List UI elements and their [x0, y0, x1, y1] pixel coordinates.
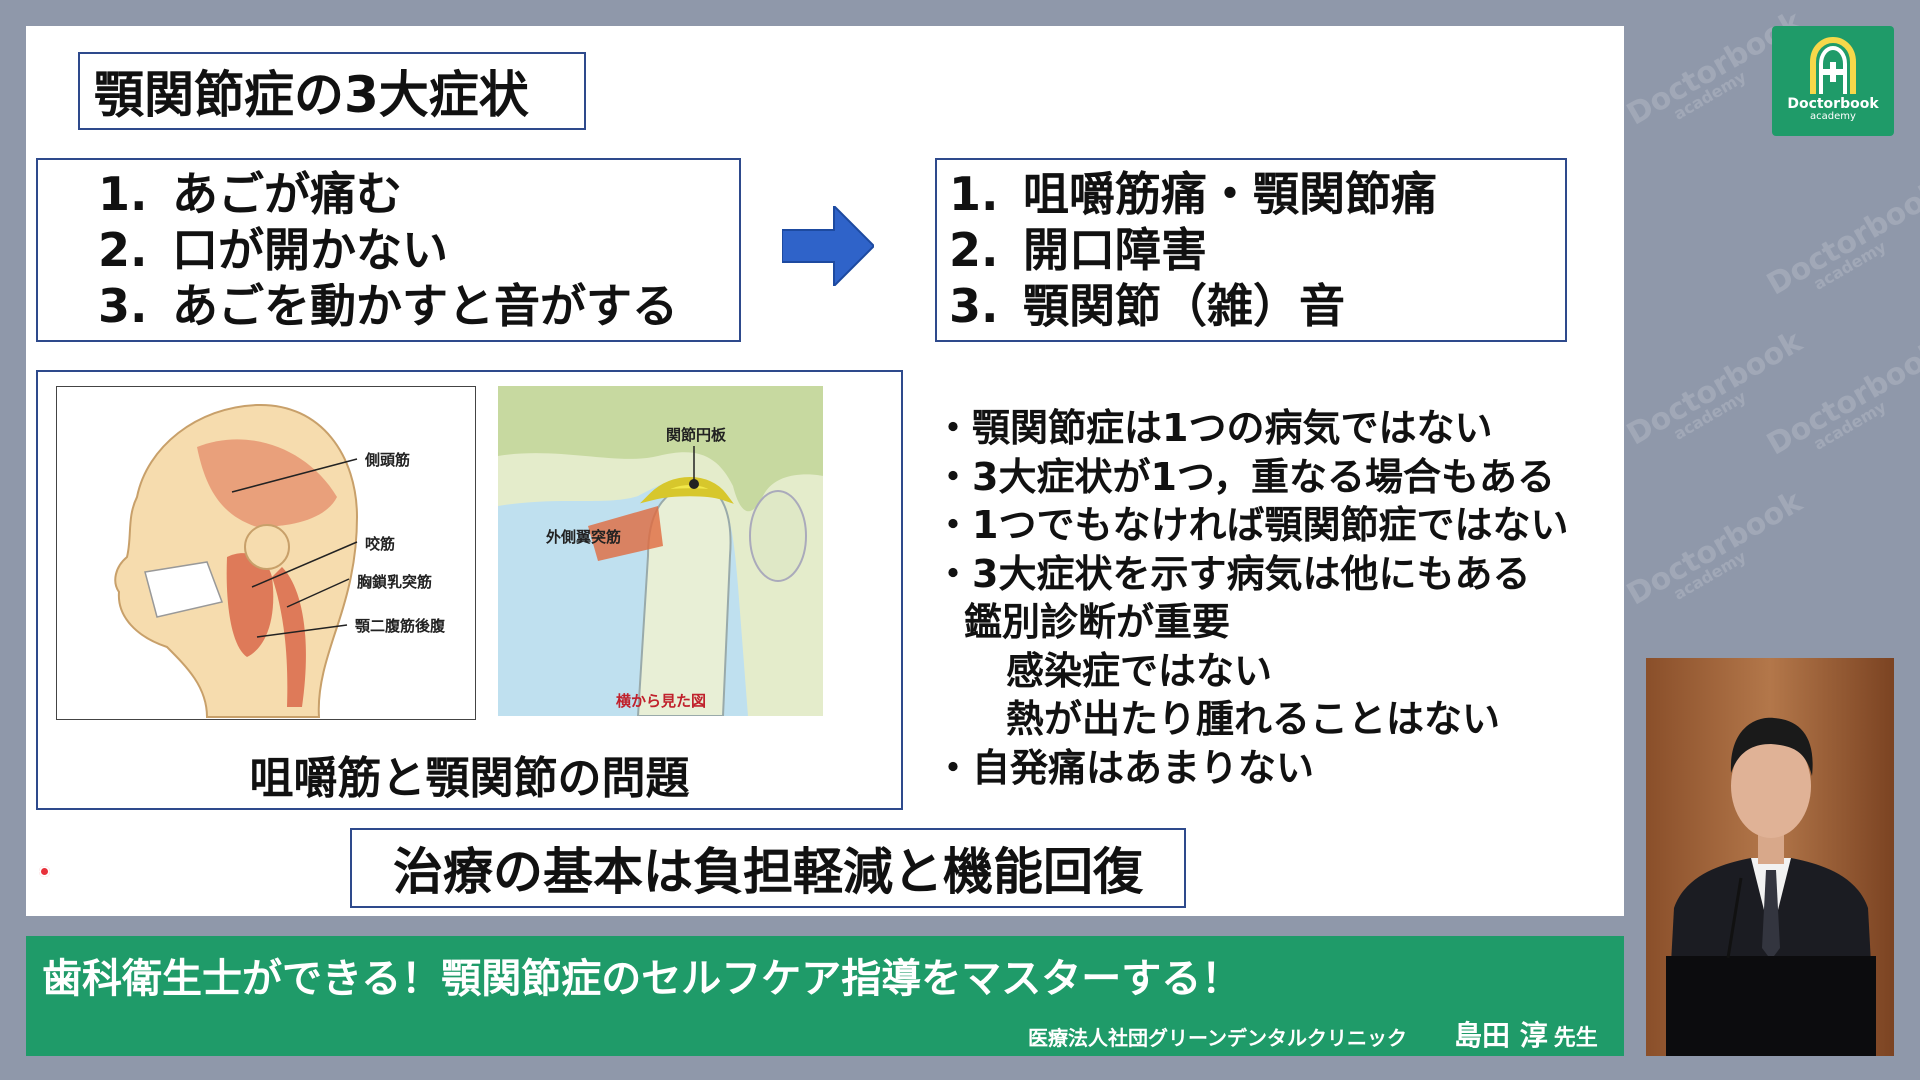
label-temporal: 側頭筋: [365, 451, 411, 469]
bullet-item: 鑑別診断が重要: [964, 600, 1231, 644]
label-scm: 胸鎖乳突筋: [357, 573, 433, 591]
medical-term-list: 1.咀嚼筋痛・顎関節痛 2.開口障害 3.顎関節（雑）音: [935, 158, 1567, 342]
presenter-name: 島田 淳先生: [1454, 1019, 1598, 1052]
figure-caption: 咀嚼筋と顎関節の問題: [249, 753, 690, 804]
symptom-item: 3.あごを動かすと音がする: [98, 279, 678, 333]
logo-sub: academy: [1810, 111, 1856, 122]
label-side-view: 横から見た図: [616, 692, 707, 710]
medical-term-item: 3.顎関節（雑）音: [949, 279, 1345, 333]
label-digastric: 顎二腹筋後腹: [355, 617, 446, 635]
bullet-list: ・顎関節症は1つの病気ではない ・3大症状が1つ，重なる場合もある ・1つでもな…: [934, 404, 1614, 792]
bullet-item: 感染症ではない: [1006, 648, 1273, 693]
bullet-item: ・1つでもなければ顎関節症ではない: [934, 503, 1569, 547]
presenter-video: [1646, 658, 1894, 1056]
doctorbook-logo: Doctorbook academy: [1772, 26, 1894, 136]
symptom-item: 1.あごが痛む: [98, 167, 402, 221]
bullet-item: ・3大症状が1つ，重なる場合もある: [934, 454, 1555, 499]
medical-term-item: 1.咀嚼筋痛・顎関節痛: [949, 167, 1437, 221]
label-pterygoid: 外側翼突筋: [546, 528, 622, 546]
laser-pointer-dot: [39, 866, 50, 877]
label-masseter: 咬筋: [365, 535, 396, 553]
right-arrow-icon: [782, 206, 874, 286]
figure-panel: 側頭筋 咬筋 胸鎖乳突筋 顎二腹筋後腹 関節円板 外側翼突筋 横から見た図 咀嚼…: [36, 370, 903, 810]
bullet-item: ・自発痛はあまりない: [934, 745, 1315, 790]
clinic-name: 医療法人社団グリーンデンタルクリニック: [1028, 1026, 1407, 1050]
jaw-joint-illustration: 関節円板 外側翼突筋 横から見た図: [498, 386, 823, 716]
symptom-item: 2.口が開かない: [98, 223, 448, 277]
treatment-summary: 治療の基本は負担軽減と機能回復: [350, 828, 1186, 908]
lecture-title: 歯科衛生士ができる！顎関節症のセルフケア指導をマスターする！: [42, 956, 1242, 1002]
medical-term-item: 2.開口障害: [949, 223, 1207, 277]
label-disc: 関節円板: [666, 426, 727, 444]
slide-title: 顎関節症の3大症状: [78, 52, 586, 130]
bullet-item: ・顎関節症は1つの病気ではない: [934, 406, 1493, 450]
head-muscle-illustration: 側頭筋 咬筋 胸鎖乳突筋 顎二腹筋後腹: [56, 386, 476, 720]
bullet-item: ・3大症状を示す病気は他にもある: [934, 551, 1531, 596]
logo-name: Doctorbook: [1787, 96, 1879, 112]
lecture-title-banner: 歯科衛生士ができる！顎関節症のセルフケア指導をマスターする！ 医療法人社団グリー…: [26, 936, 1624, 1056]
bullet-item: 熱が出たり腫れることはない: [1006, 697, 1501, 741]
presentation-slide: 顎関節症の3大症状 1.あごが痛む 2.口が開かない 3.あごを動かすと音がする…: [26, 26, 1624, 916]
logo-icon: [1810, 36, 1856, 94]
symptom-list: 1.あごが痛む 2.口が開かない 3.あごを動かすと音がする: [36, 158, 741, 342]
